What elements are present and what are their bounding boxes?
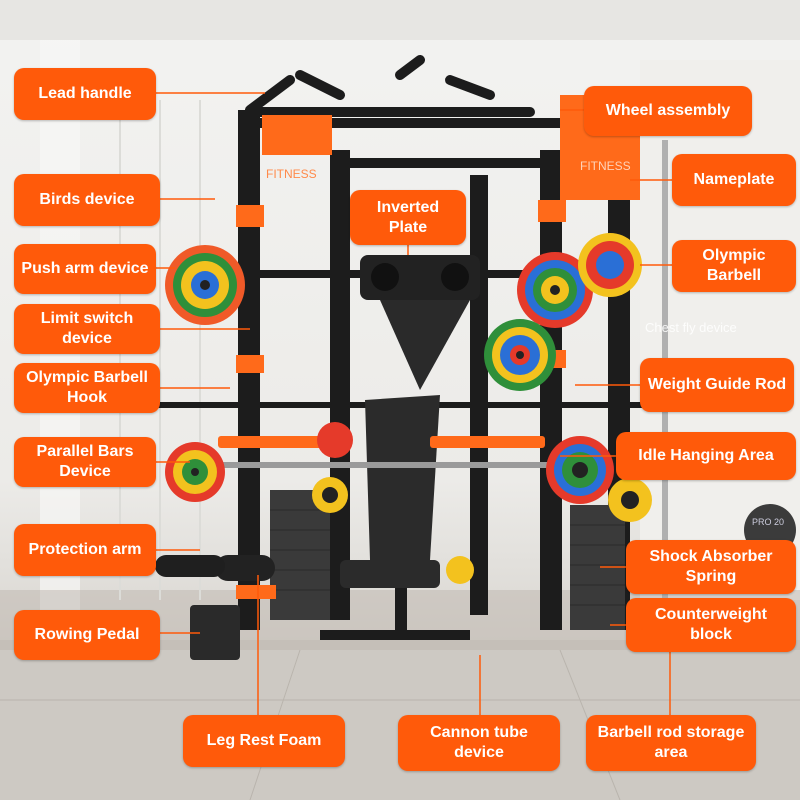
label-leg-rest-foam: Leg Rest Foam xyxy=(183,715,345,767)
label-olympic-barbell: Olympic Barbell xyxy=(672,240,796,292)
fitness-text-right: FITNESS xyxy=(580,159,631,173)
chest-fly-device-ghost-text: Chest fly device xyxy=(645,320,737,335)
label-lead-handle: Lead handle xyxy=(14,68,156,120)
label-wheel-assembly: Wheel assembly xyxy=(584,86,752,136)
label-rowing-pedal: Rowing Pedal xyxy=(14,610,160,660)
label-idle-hanging-area: Idle Hanging Area xyxy=(616,432,796,480)
label-push-arm-device: Push arm device xyxy=(14,244,156,294)
label-parallel-bars-device: Parallel Bars Device xyxy=(14,437,156,487)
label-inverted-plate: Inverted Plate xyxy=(350,190,466,245)
label-nameplate: Nameplate xyxy=(672,154,796,206)
label-protection-arm: Protection arm xyxy=(14,524,156,576)
label-shock-absorber-spring: Shock Absorber Spring xyxy=(626,540,796,594)
label-olympic-barbell-hook: Olympic Barbell Hook xyxy=(14,363,160,413)
label-limit-switch-device: Limit switch device xyxy=(14,304,160,354)
fitness-text-left: FITNESS xyxy=(266,167,317,181)
label-barbell-rod-storage-area: Barbell rod storage area xyxy=(586,715,756,771)
label-cannon-tube-device: Cannon tube device xyxy=(398,715,560,771)
dumbbell-text: PRO 20 xyxy=(752,517,784,527)
label-weight-guide-rod: Weight Guide Rod xyxy=(640,358,794,412)
label-counterweight-block: Counterweight block xyxy=(626,598,796,652)
label-birds-device: Birds device xyxy=(14,174,160,226)
